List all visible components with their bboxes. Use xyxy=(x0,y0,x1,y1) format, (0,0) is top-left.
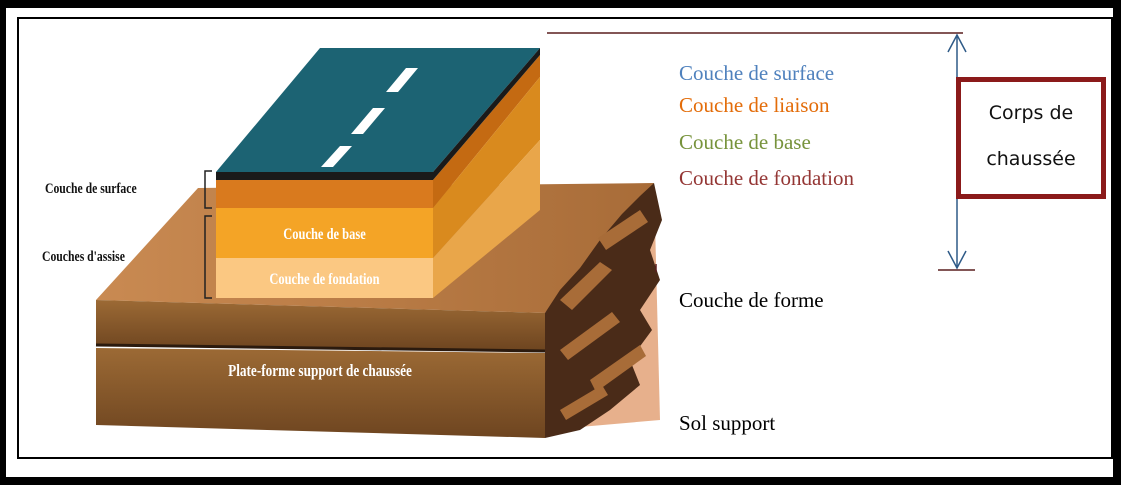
label-couche-de-surface: Couche de surface xyxy=(45,181,137,197)
surface-bracket xyxy=(204,170,212,209)
surface-layer-side xyxy=(433,55,540,208)
legend-couche-de-surface: Couche de surface xyxy=(679,61,835,85)
fondation-layer-front xyxy=(216,258,433,298)
label-couche-de-base: Couche de base xyxy=(283,226,366,243)
base-layer-front xyxy=(216,208,433,258)
assise-bracket xyxy=(204,215,212,299)
legend-couche-de-liaison: Couche de liaison xyxy=(679,93,830,117)
platform-slab-lower xyxy=(96,348,545,438)
road-side-edge xyxy=(433,48,540,180)
corps-line-2: chaussée xyxy=(986,148,1076,170)
inner-frame xyxy=(17,17,1113,459)
jagged-earth-streaks xyxy=(560,210,648,420)
label-plate-forme: Plate-forme support de chaussée xyxy=(228,361,412,380)
legend-couche-de-base: Couche de base xyxy=(679,130,811,154)
corps-de-chaussee-box: Corps de chaussée xyxy=(956,77,1106,199)
road-top-edge xyxy=(216,172,433,180)
label-couches-assise: Couches d'assise xyxy=(42,249,125,265)
fondation-layer-side xyxy=(433,140,540,298)
legend-couche-de-fondation: Couche de fondation xyxy=(679,166,854,190)
surface-layer-front xyxy=(216,180,433,208)
arrow-head-bottom xyxy=(947,250,967,270)
base-layer-side xyxy=(433,77,540,258)
label-sol-support: Sol support xyxy=(679,411,776,435)
slab-crack-line xyxy=(95,343,546,353)
road-center-dashes xyxy=(321,68,418,167)
platform-slab-upper xyxy=(96,300,545,350)
jagged-earth-face xyxy=(545,183,662,438)
arrow-head-top xyxy=(947,33,967,53)
label-couche-de-forme: Couche de forme xyxy=(679,288,824,312)
label-couche-de-fondation: Couche de fondation xyxy=(269,271,380,288)
corps-line-1: Corps de xyxy=(988,102,1074,124)
